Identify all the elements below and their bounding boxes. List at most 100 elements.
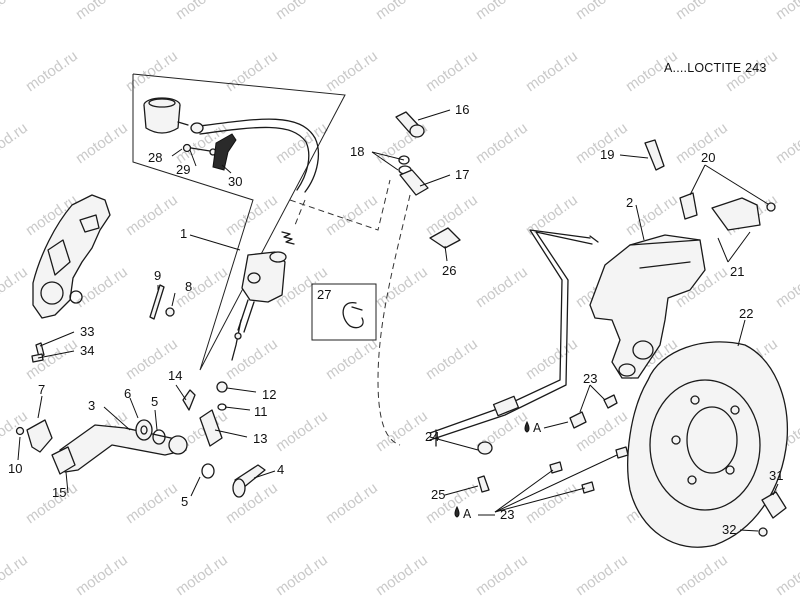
callout-2: 2 (626, 195, 633, 210)
watermark-text: motod.ru (273, 551, 331, 599)
loctite-letter-2: A (463, 507, 472, 521)
callout-16: 16 (455, 102, 469, 117)
callout-30: 30 (228, 174, 242, 189)
pin-screw (31, 342, 45, 363)
brake-pads-20-21 (679, 192, 776, 231)
watermark-text: motod.ru (473, 119, 531, 167)
watermark-text: motod.ru (773, 119, 800, 167)
callout-33: 33 (80, 324, 94, 339)
watermark-text: motod.ru (473, 263, 531, 311)
oring-5b (201, 463, 215, 479)
small-nut-10 (15, 426, 25, 436)
watermark-text: motod.ru (323, 47, 381, 95)
caliper-mounting-plate (32, 194, 111, 319)
banjo-fitting-17 (399, 169, 429, 196)
loctite-mark-2: A (454, 505, 472, 521)
callout-7: 7 (38, 382, 45, 397)
callout-19: 19 (600, 147, 614, 162)
watermark-text: motod.ru (0, 407, 31, 455)
watermark-text: motod.ru (123, 191, 181, 239)
callout-10: 10 (8, 461, 22, 476)
callout-8: 8 (185, 279, 192, 294)
watermark-text: motod.ru (0, 0, 31, 23)
callout-23a: 23 (583, 371, 597, 386)
watermark-text: motod.ru (423, 47, 481, 95)
callout-23b: 23 (500, 507, 514, 522)
callout-34: 34 (80, 343, 94, 358)
watermark-text: motod.ru (73, 263, 131, 311)
callout-4: 4 (277, 462, 284, 477)
callout-5b: 5 (181, 494, 188, 509)
watermark-text: motod.ru (223, 479, 281, 527)
callout-14: 14 (168, 368, 182, 383)
watermark-text: motod.ru (323, 479, 381, 527)
watermark-text: motod.ru (373, 551, 431, 599)
bleed-screw-19 (644, 139, 665, 171)
callout-15: 15 (52, 485, 66, 500)
reservoir-hose (190, 118, 319, 193)
watermark-text: motod.ru (673, 551, 731, 599)
watermark-text: motod.ru (523, 479, 581, 527)
reservoir-bracket (212, 133, 237, 171)
callout-22: 22 (739, 306, 753, 321)
watermark-text: motod.ru (573, 551, 631, 599)
loctite-note: A....LOCTITE 243 (664, 61, 767, 75)
callout-20: 20 (701, 150, 715, 165)
hose-clip-26 (429, 227, 461, 249)
callout-31: 31 (769, 468, 783, 483)
oring-5a (152, 429, 166, 445)
brake-pedal-lever (51, 424, 188, 475)
watermark-text: motod.ru (223, 335, 281, 383)
callout-11: 11 (254, 404, 268, 419)
washer-6 (135, 419, 153, 441)
brake-hose-line (289, 179, 599, 447)
brake-caliper (589, 234, 706, 379)
watermark-text: motod.ru (223, 191, 281, 239)
loctite-letter-1: A (533, 421, 542, 435)
callout-12: 12 (262, 387, 276, 402)
watermark-text: motod.ru (373, 407, 431, 455)
banjo-fitting-16 (395, 111, 425, 138)
brake-fluid-reservoir (143, 97, 189, 134)
callout-5a: 5 (151, 394, 158, 409)
callout-27: 27 (317, 287, 331, 302)
watermark-text: motod.ru (273, 407, 331, 455)
master-cylinder-group (132, 73, 346, 371)
callout-32: 32 (722, 522, 736, 537)
return-spring (281, 231, 295, 245)
watermark-text: motod.ru (773, 263, 800, 311)
pivot-pin-4 (232, 464, 266, 498)
watermark-text: motod.ru (73, 551, 131, 599)
watermark-text: motod.ru (173, 0, 231, 23)
callout-3: 3 (88, 398, 95, 413)
watermark-text: motod.ru (73, 0, 131, 23)
loctite-mark-1: A (524, 420, 569, 435)
sensor-31-32 (758, 491, 787, 537)
watermark-text: motod.ru (173, 551, 231, 599)
callout-21: 21 (730, 264, 744, 279)
watermark-text: motod.ru (573, 0, 631, 23)
pedal-spring-bolt (149, 284, 175, 320)
screw-25 (477, 475, 490, 493)
callout-28: 28 (148, 150, 162, 165)
callouts: 1 2 3 4 5 5 6 7 8 9 10 11 12 13 14 15 16… (8, 102, 783, 537)
watermark-text: motod.ru (173, 263, 231, 311)
watermark-text: motod.ru (0, 551, 31, 599)
watermark-text: motod.ru (523, 47, 581, 95)
watermark-text: motod.ru (23, 47, 81, 95)
watermark-text: motod.ru (473, 0, 531, 23)
watermark-text: motod.ru (273, 0, 331, 23)
watermark-text: motod.ru (773, 551, 800, 599)
rear-master-cylinder (231, 251, 287, 361)
watermark-text: motod.ru (473, 551, 531, 599)
callout-17: 17 (455, 167, 469, 182)
watermark-text: motod.ru (73, 119, 131, 167)
watermark-text: motod.ru (0, 119, 31, 167)
watermark-text: motod.ru (323, 191, 381, 239)
watermark-text: motod.ru (123, 479, 181, 527)
watermark-text: motod.ru (123, 47, 181, 95)
callout-1: 1 (180, 226, 187, 241)
callout-18: 18 (350, 144, 364, 159)
watermark-text: motod.ru (23, 335, 81, 383)
watermark-text: motod.ru (0, 263, 31, 311)
